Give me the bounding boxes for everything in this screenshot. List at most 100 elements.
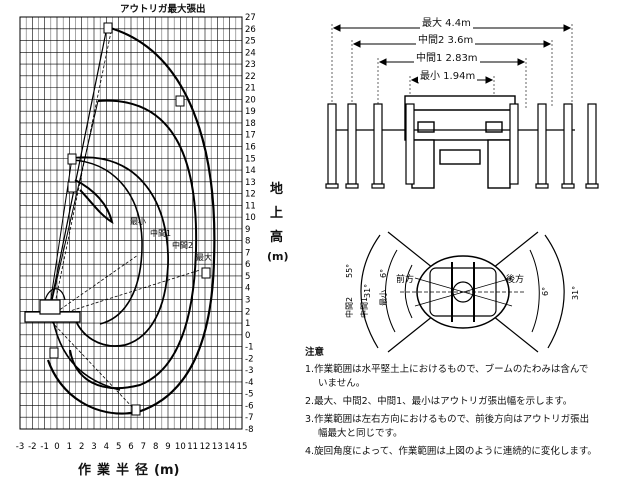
curve-label-group: 最小 中間1 中間2 最大 [130,217,212,262]
boom-mid2 [47,100,99,319]
y-tick-label: 27 [245,13,256,23]
min-hook-curve [74,179,114,225]
boom-max [47,26,108,319]
label-max: 最大 [196,252,212,262]
rot-label-mid2: 中間2 [344,297,354,318]
y-tick-label: 20 [245,95,256,105]
label-min: 最小 [130,217,146,226]
hook-marker-right [201,267,211,279]
boom-horizontal-dashed [47,254,139,319]
y-axis-unit: (m) [267,250,289,263]
min-range-curve [71,159,143,325]
y-tick-label: -7 [245,413,253,423]
rot-label-mid1: 中間1 [359,297,369,318]
y-tick-label: -1 [245,343,253,353]
y-tick-label: 21 [245,84,256,94]
y-axis-label-char-1: 地 [270,182,284,197]
y-tick-label: 15 [245,154,256,164]
x-tick-label: -2 [28,442,36,452]
outrigger-extension-lines [331,24,573,108]
rotation-diagram [360,231,565,353]
y-tick-label: 4 [245,284,250,294]
x-tick-label: 12 [200,442,211,452]
mid1-range-curve [71,156,169,347]
y-tick-label: 12 [245,190,256,200]
label-mid1: 中間1 [150,228,171,238]
x-tick-label: 2 [79,442,84,452]
y-tick-label: 0 [245,331,250,341]
front-label: 前方 [396,273,414,285]
note-1-cont: いません。 [318,378,366,389]
x-tick-label: 6 [128,442,133,452]
y-tick-label: 13 [245,178,256,188]
x-tick-label: 10 [175,442,186,452]
width-mid2-label: 中間2 3.6m [416,31,476,46]
width-max-label: 最大 4.4m [420,14,473,29]
rot-label-min: 最小 [379,290,388,306]
y-tick-label: 25 [245,37,256,47]
crane-turret [39,299,61,315]
rotation-arc-left-inner [404,264,413,319]
boom-down-dashed [47,317,136,411]
note-2: 2.最大、中間2、中間1、最小はアウトリガ張出幅を示します。 [305,396,573,407]
y-axis-label-char-3: 高 [270,230,284,245]
x-tick-label: 7 [141,442,146,452]
range-chart-grid [19,16,243,430]
y-tick-label: 22 [245,72,256,82]
x-tick-label: 1 [67,442,72,452]
boom-low-dashed [47,269,201,319]
hook-marker-upper [175,95,185,107]
y-tick-label: -3 [245,366,253,376]
y-tick-label: 9 [245,225,250,235]
rotation-arc-right-mid [529,249,540,333]
x-tick-label: 0 [54,442,59,452]
hook-marker-mid-low [67,181,77,193]
y-tick-label: -8 [245,425,253,435]
label-mid2: 中間2 [172,240,193,250]
y-tick-label: 2 [245,307,250,317]
note-3: 3.作業範囲は左右方向におけるもので、前後方向はアウトリガ張出 [305,414,590,425]
x-tick-label: 13 [212,442,223,452]
rotation-arc-left-mid [385,249,398,333]
y-tick-label: 1 [245,319,250,329]
y-tick-label: 16 [245,142,256,152]
notes-heading: 注意 [305,347,325,358]
y-tick-label: 26 [245,25,256,35]
boom-max-dashed [51,26,113,319]
y-axis-label-char-2: 上 [270,206,284,221]
rot-label-6-right: 6° [541,287,550,296]
y-tick-label: 23 [245,60,256,70]
y-tick-label: 18 [245,119,256,129]
truck-light-right [485,121,503,133]
rotation-arc-right-outer [544,234,565,349]
x-tick-label: 14 [224,442,235,452]
y-tick-label: 5 [245,272,250,282]
hook-markers [49,22,211,416]
truck-wheel-right [487,139,511,189]
width-min-label: 最小 1.94m [418,67,478,82]
outrigger-width-diagram [325,24,599,189]
y-tick-label: -2 [245,354,253,364]
working-range-curves [46,25,216,415]
hook-marker-bottom [131,404,141,416]
rot-label-6: 6° [379,269,388,278]
outrigger-width-arrows [332,24,572,84]
y-tick-label: -4 [245,378,253,388]
y-tick-label: 17 [245,131,256,141]
y-tick-label: 3 [245,296,250,306]
x-tick-label: 11 [187,442,198,452]
y-axis-tick-labels: 2726252423222120191817161514131211109876… [245,13,256,435]
y-tick-label: 7 [245,248,250,258]
truck-light-left [417,121,435,133]
note-3-cont: 幅最大と同じです。 [318,428,403,439]
hook-marker-mid [67,153,77,165]
truck-body [404,95,516,141]
x-tick-label: 9 [165,442,170,452]
x-tick-label: 15 [237,442,248,452]
crane-boom-foot [44,288,66,301]
note-4: 4.旋回角度によって、作業範囲は上図のように連続的に変化します。 [305,446,597,457]
chart-title: アウトリガ最大張出 [120,4,206,15]
outrigger-legs [325,103,599,189]
